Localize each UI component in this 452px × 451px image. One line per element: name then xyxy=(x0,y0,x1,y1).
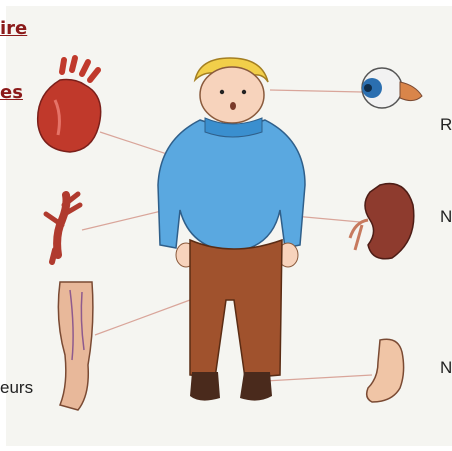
heart-icon xyxy=(38,58,101,152)
foot-icon xyxy=(367,339,404,402)
kidney-icon xyxy=(350,184,414,259)
leg-icon xyxy=(58,282,93,410)
eye-icon xyxy=(362,68,422,108)
artery-icon xyxy=(46,194,80,262)
person-figure xyxy=(158,58,305,401)
